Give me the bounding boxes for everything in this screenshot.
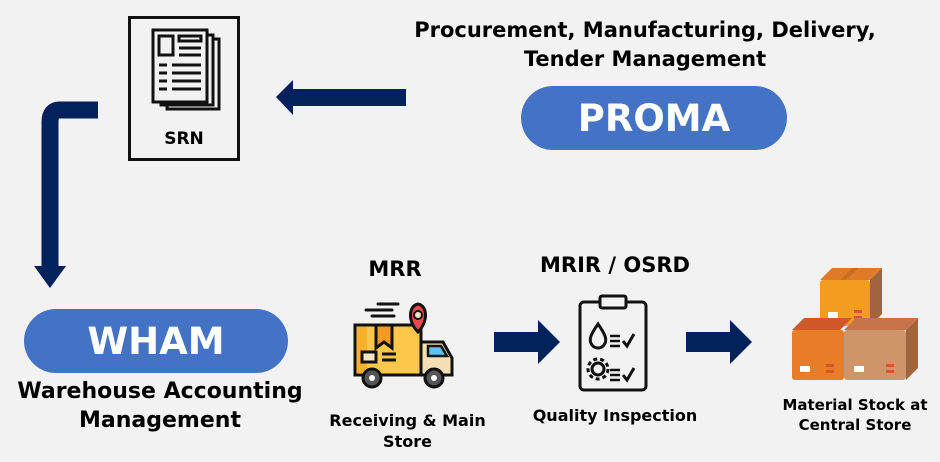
wham-pill: WHAM bbox=[24, 309, 288, 373]
wham-description-line1: Warehouse Accounting bbox=[17, 379, 303, 404]
clipboard-checklist-icon bbox=[578, 294, 648, 392]
proma-pill: PROMA bbox=[521, 86, 787, 150]
srn-label: SRN bbox=[164, 129, 204, 149]
document-stack-icon bbox=[151, 28, 221, 111]
arrow-right-icon bbox=[494, 320, 560, 364]
mrr-label: Receiving & Main Store bbox=[320, 410, 495, 452]
wham-title: WHAM bbox=[87, 319, 225, 363]
mrr-label-line2: Store bbox=[383, 432, 432, 451]
proma-description-line1: Procurement, Manufacturing, Delivery, bbox=[414, 18, 876, 42]
wham-description: Warehouse Accounting Management bbox=[0, 377, 320, 435]
arrow-left-icon bbox=[276, 80, 406, 115]
arrow-right-icon bbox=[686, 320, 752, 364]
wham-description-line2: Management bbox=[79, 408, 241, 433]
stacked-boxes-icon bbox=[792, 268, 918, 380]
proma-description-line2: Tender Management bbox=[523, 47, 767, 71]
srn-box: SRN bbox=[128, 16, 240, 161]
mrir-code: MRIR / OSRD bbox=[540, 253, 690, 277]
mrr-code: MRR bbox=[368, 257, 422, 281]
mrr-label-line1: Receiving & Main bbox=[329, 411, 486, 430]
proma-title: PROMA bbox=[577, 96, 731, 140]
material-stock-label: Material Stock at Central Store bbox=[770, 395, 940, 435]
quality-inspection-label: Quality Inspection bbox=[520, 405, 710, 426]
material-stock-label-line2: Central Store bbox=[798, 416, 912, 434]
proma-description: Procurement, Manufacturing, Delivery, Te… bbox=[410, 16, 880, 74]
material-stock-label-line1: Material Stock at bbox=[782, 396, 928, 414]
quality-inspection-label-line1: Quality Inspection bbox=[532, 406, 698, 425]
delivery-truck-icon bbox=[353, 302, 454, 389]
arrow-elbow-down-icon bbox=[34, 101, 98, 288]
